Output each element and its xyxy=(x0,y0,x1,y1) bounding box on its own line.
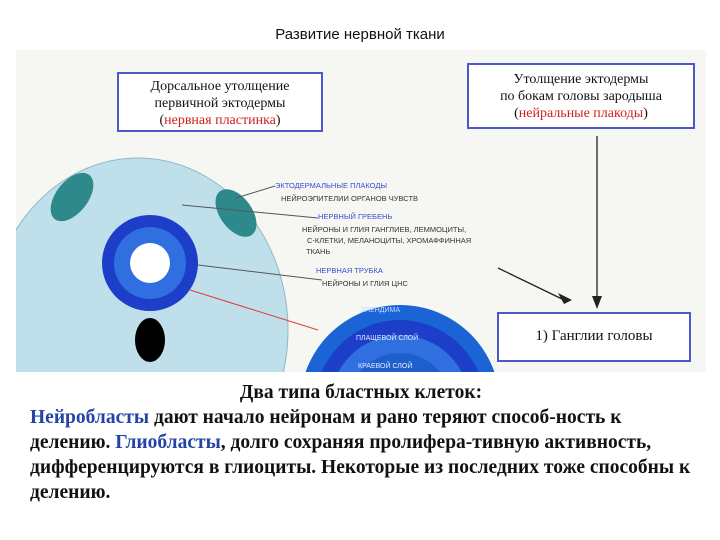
paren-close: ) xyxy=(275,113,281,128)
head-ganglia-box: 1) Ганглии головы xyxy=(497,312,691,362)
arrow-diagonal-head xyxy=(558,293,572,304)
pointer-placode xyxy=(235,185,276,199)
label-crest-line1: НЕЙРОНЫ И ГЛИЯ ГАНГЛИЕВ, ЛЕММОЦИТЫ, xyxy=(302,225,467,234)
paren-open: ( xyxy=(159,113,165,128)
label-crest-line2: С-КЛЕТКИ, МЕЛАНОЦИТЫ, ХРОМАФФИННАЯ xyxy=(307,236,472,245)
paren-close: ) xyxy=(643,106,648,121)
pointer-crest xyxy=(181,204,319,219)
pointer-tube xyxy=(197,264,323,281)
term-glioblasts: Глиобласты xyxy=(115,432,221,453)
label-layer-ependyma: ЭПЕНДИМА xyxy=(360,307,401,314)
label-neuroepithelium: НЕЙРОЭПИТЕЛИИ ОРГАНОВ ЧУВСТВ xyxy=(281,194,419,203)
neural-plate-line2: первичной эктодермы xyxy=(154,96,286,111)
label-tube-cells: НЕЙРОНЫ И ГЛИЯ ЦНС xyxy=(322,279,408,288)
tube-section-core xyxy=(359,353,441,372)
arrow-right-head xyxy=(592,296,602,309)
neural-plate-term: нервная пластинка xyxy=(164,113,276,128)
neural-tube-canal xyxy=(130,243,170,283)
label-layer-marginal: КРАЕВОЙ СЛОЙ xyxy=(358,363,413,370)
notochord xyxy=(135,318,165,362)
neural-placodes-line2: по бокам головы зародыша xyxy=(500,89,662,104)
arrow-diagonal xyxy=(497,267,563,300)
neural-plate-line1: Дорсальное утолщение xyxy=(150,79,290,94)
label-layer-mantle: ПЛАЩЕВОЙ СЛОЙ xyxy=(356,335,419,342)
pointer-tube-section xyxy=(189,289,319,331)
text-part2: , долго сохраняя пролифера-тивную активн… xyxy=(30,432,691,503)
text-part1: дают начало нейронам и рано теряют спосо… xyxy=(30,407,622,453)
paren-open: ( xyxy=(514,106,519,121)
ectoderm-placode-left xyxy=(50,172,94,222)
label-ectoderm-placodes: ЭКТОДЕРМАЛЬНЫЕ ПЛАКОДЫ xyxy=(275,181,388,190)
neural-plate-box: Дорсальное утолщение первичной эктодермы… xyxy=(117,72,323,132)
label-neural-tube: НЕРВНАЯ ТРУБКА xyxy=(316,266,383,275)
neural-placodes-box: Утолщение эктодермы по бокам головы заро… xyxy=(467,63,695,129)
term-neuroblasts: Нейробласты xyxy=(30,407,150,428)
label-neural-crest: НЕРВНЫЙ ГРЕБЕНЬ xyxy=(318,212,393,221)
text-heading: Два типа бластных клеток: xyxy=(239,382,483,403)
neural-placodes-line1: Утолщение эктодермы xyxy=(513,72,649,87)
ectoderm-placode-right xyxy=(215,189,257,237)
neural-placodes-term: нейральные плакоды xyxy=(518,106,644,121)
blast-cells-text: Два типа бластных клеток: Нейробласты да… xyxy=(20,372,700,522)
label-crest-line3: ТКАНЬ xyxy=(306,247,331,256)
slide-title: Развитие нервной ткани xyxy=(275,26,445,43)
